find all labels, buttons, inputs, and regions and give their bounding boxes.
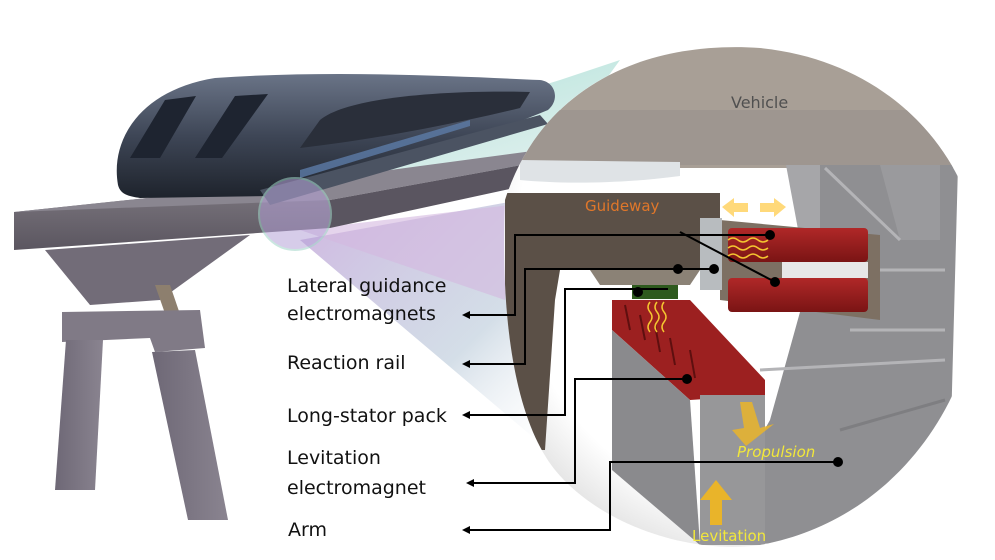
label-long-stator-pack: Long-stator pack — [287, 405, 447, 427]
inset-detail — [504, 47, 980, 547]
long-stator-pack — [612, 300, 765, 400]
support-pier — [45, 235, 250, 520]
magnification-cone — [268, 60, 620, 460]
label-levitation-line2: electromagnet — [287, 477, 426, 499]
lateral-arrow-left — [722, 198, 748, 217]
label-levitation-line1: Levitation — [287, 447, 381, 469]
guideway-concrete — [505, 193, 720, 450]
label-lateral-guidance-line2: electromagnets — [287, 303, 436, 325]
lateral-magnet-upper — [728, 228, 868, 262]
lateral-magnet-lower — [728, 278, 868, 312]
label-guideway: Guideway — [585, 197, 660, 215]
label-levitation-force: Levitation — [692, 527, 766, 545]
label-reaction-rail: Reaction rail — [287, 352, 406, 374]
leader-lines — [462, 230, 843, 534]
levitation-arrow — [700, 480, 732, 525]
magnetic-field-waves — [647, 237, 769, 333]
maglev-train — [116, 74, 555, 205]
label-arm: Arm — [288, 519, 327, 541]
label-propulsion: Propulsion — [737, 443, 815, 461]
reaction-rail-block — [700, 218, 722, 290]
label-lateral-guidance-line1: Lateral guidance — [287, 275, 446, 297]
propulsion-arrow — [732, 402, 774, 446]
lateral-arrow-right — [760, 198, 786, 217]
label-vehicle: Vehicle — [731, 93, 788, 112]
magnify-circle — [258, 177, 332, 251]
